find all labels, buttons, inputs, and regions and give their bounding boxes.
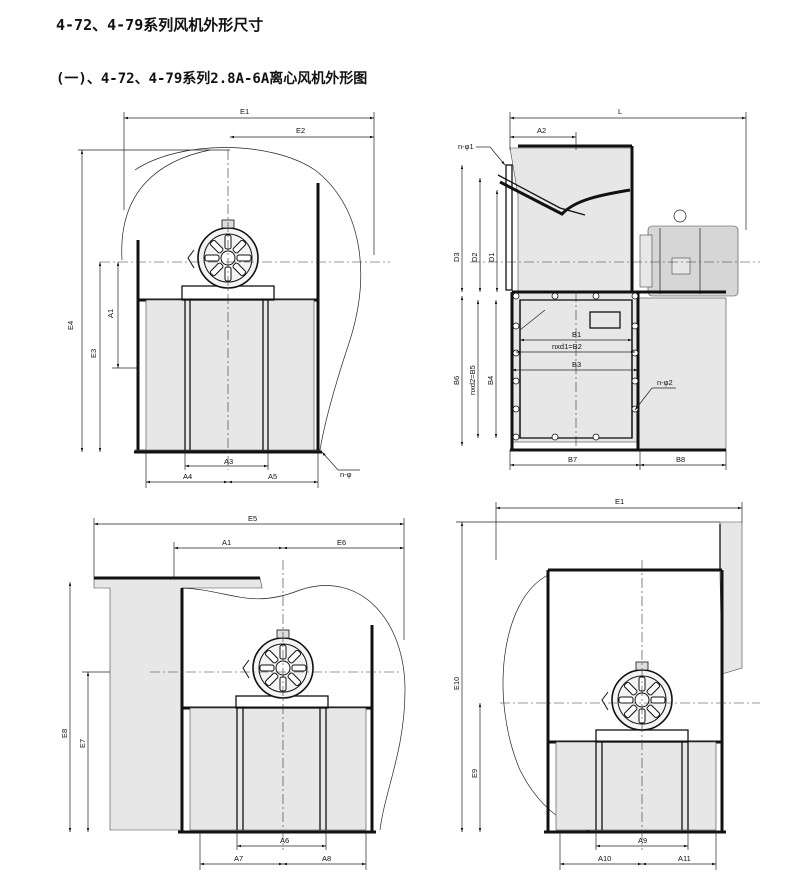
page-subtitle: (一)、4-72、4-79系列2.8A-6A离心风机外形图 (56, 71, 368, 87)
dim-E4: E4 (66, 321, 75, 330)
front-view-bottom-left: E5 A1 E6 E8 E7 A6 A7 A8 (60, 514, 406, 870)
dim-A7: A7 (234, 854, 243, 863)
dim-E6: E6 (337, 538, 346, 547)
dim-E8: E8 (60, 729, 69, 738)
dim-nxd2: nxd2=B5 (468, 365, 477, 395)
dim-nxd1: nxd1=B2 (552, 342, 582, 351)
dim-B7: B7 (568, 455, 577, 464)
motor-icon (187, 219, 259, 289)
dim-B3: B3 (572, 360, 581, 369)
dim-E3: E3 (89, 349, 98, 358)
dim-D2: D2 (470, 252, 479, 262)
dim-A11: A11 (678, 854, 691, 863)
dim-A1: A1 (106, 309, 115, 318)
dim-E5: E5 (248, 514, 257, 523)
motor-icon (601, 661, 673, 731)
dim-A2: A2 (537, 126, 546, 135)
dim-B4: B4 (486, 376, 495, 385)
dim-A3: A3 (224, 457, 233, 466)
label-n-phi: n-φ (340, 470, 352, 479)
side-view-top: L A2 n-φ1 D3 D2 D1 B1 nxd1=B2 B3 B6 nxd2… (452, 107, 760, 470)
dim-E7: E7 (78, 739, 87, 748)
front-view-top: E1 E2 E4 E3 A1 A3 A4 A5 n-φ (66, 107, 390, 488)
dim-E1: E1 (240, 107, 249, 116)
front-view-bottom-right: E1 E10 E9 A9 A10 A11 (452, 497, 760, 870)
label-n-phi1: n-φ1 (458, 142, 474, 151)
dim-E2: E2 (296, 126, 305, 135)
dim-A10: A10 (598, 854, 611, 863)
motor-icon (242, 629, 314, 699)
dim-B1: B1 (572, 330, 581, 339)
dim-E1-b: E1 (615, 497, 624, 506)
page-title: 4-72、4-79系列风机外形尺寸 (56, 16, 264, 34)
dim-D3: D3 (452, 252, 461, 262)
label-n-phi2: n-φ2 (657, 378, 673, 387)
dim-B6: B6 (452, 376, 461, 385)
dim-A5: A5 (268, 472, 277, 481)
dim-A6: A6 (280, 836, 289, 845)
dim-L: L (618, 107, 622, 116)
dim-A8: A8 (322, 854, 331, 863)
dim-A4: A4 (183, 472, 192, 481)
dim-E10: E10 (452, 677, 461, 690)
scroll-casing (134, 147, 362, 451)
dim-A9: A9 (638, 836, 647, 845)
dim-A1-b: A1 (222, 538, 231, 547)
dim-B8: B8 (676, 455, 685, 464)
dim-D1: D1 (487, 252, 496, 262)
dim-E9: E9 (470, 769, 479, 778)
